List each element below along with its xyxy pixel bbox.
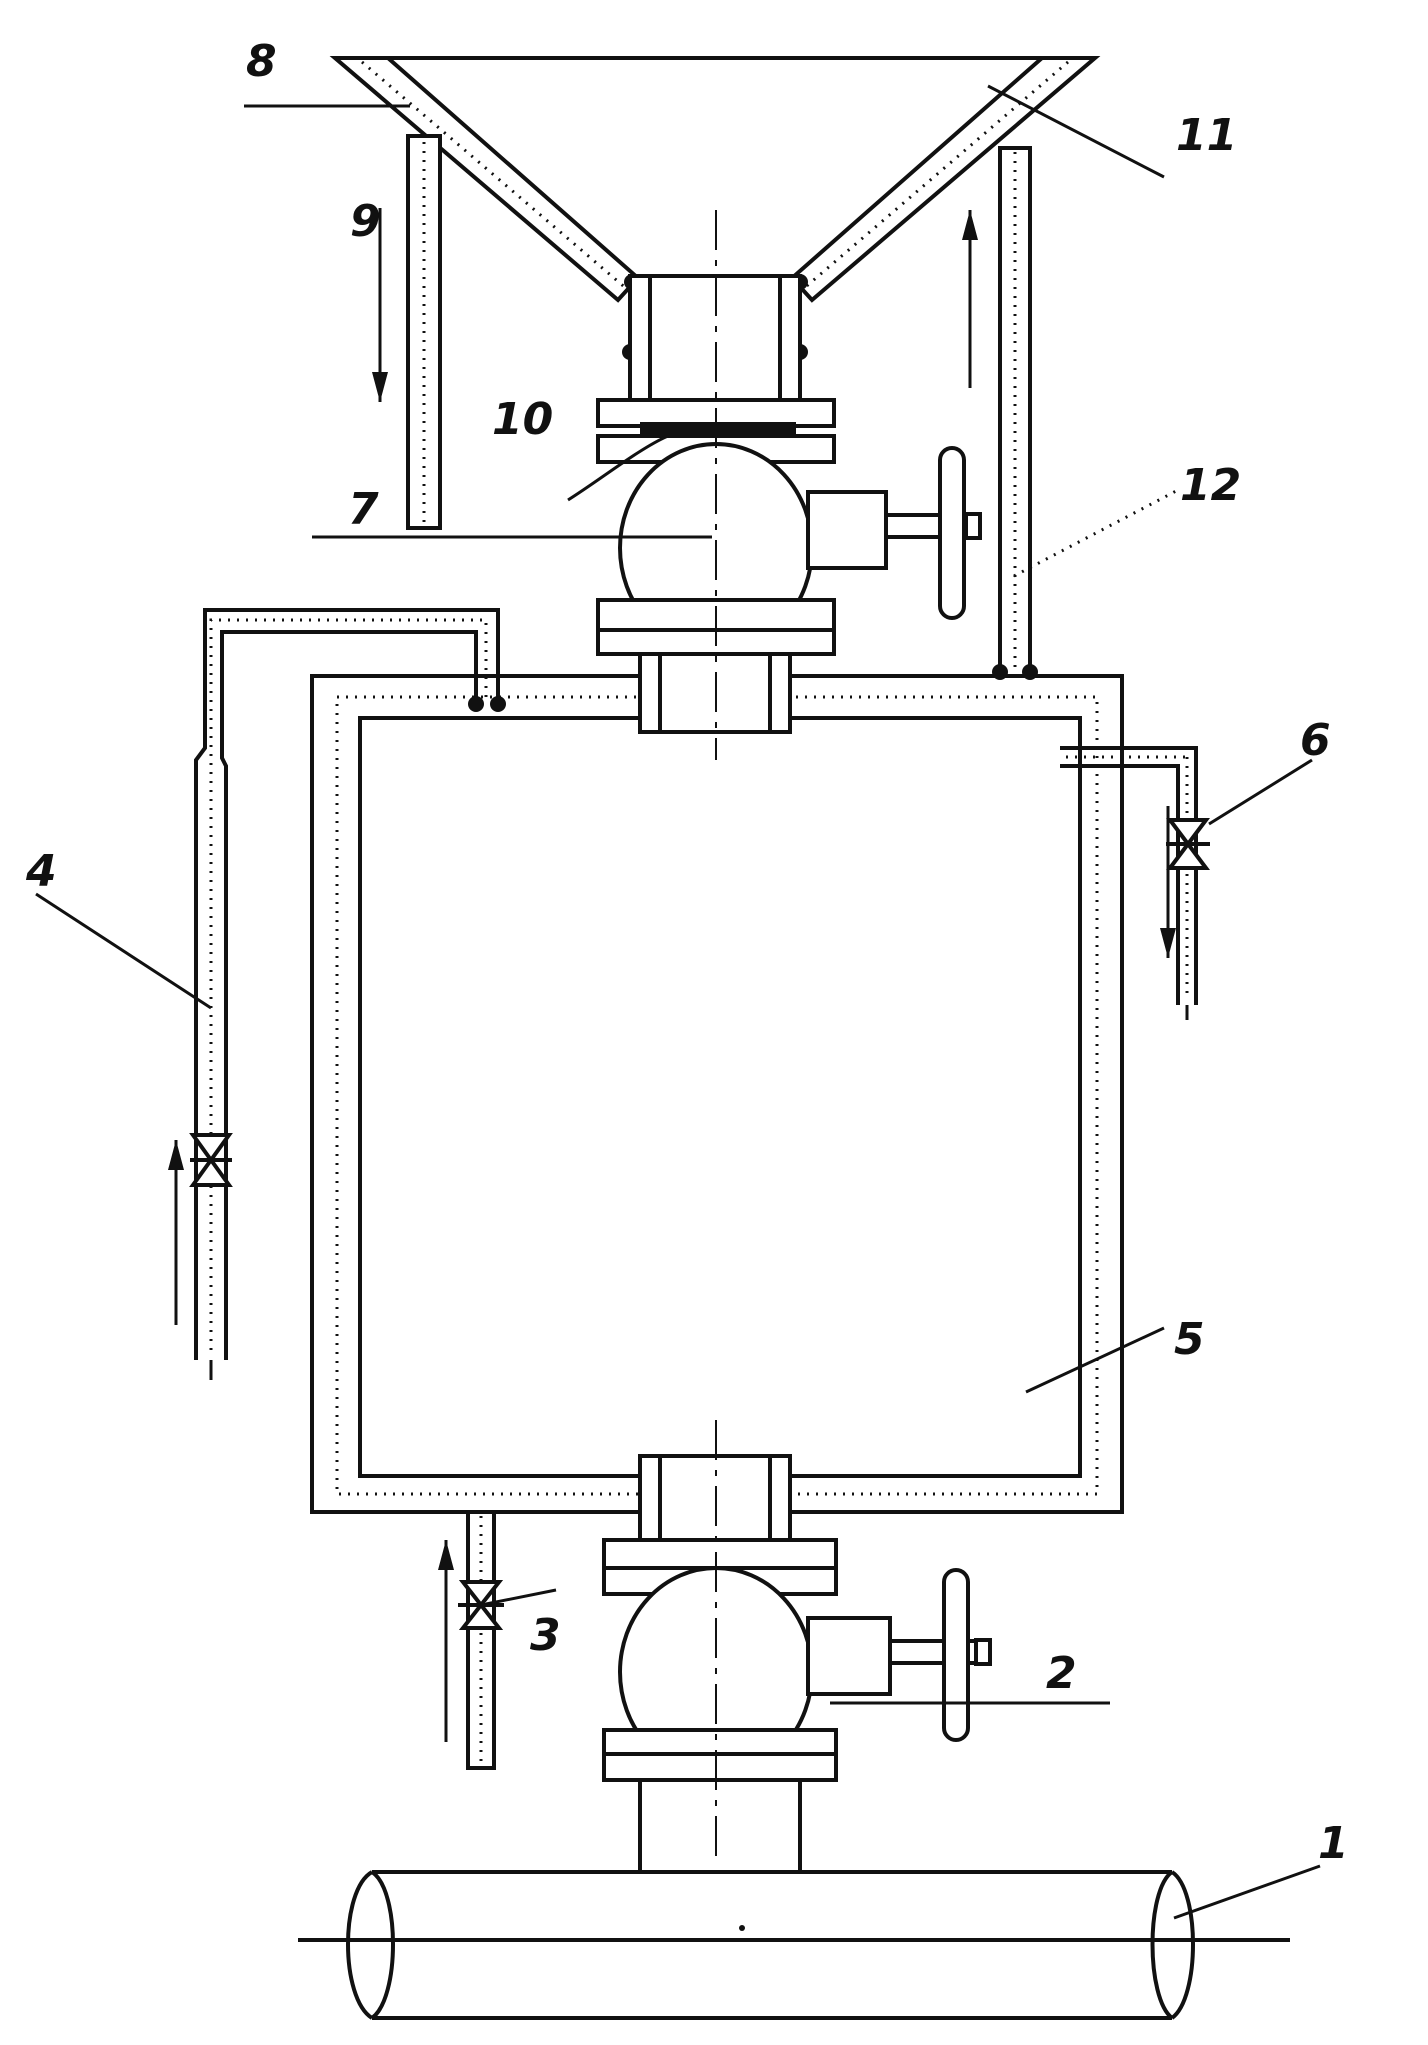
label-2: 2 (1046, 1648, 1077, 1699)
label-3: 3 (530, 1610, 561, 1661)
label-10: 10 (492, 394, 553, 445)
label-7: 7 (348, 484, 379, 535)
label-1: 1 (1318, 1818, 1349, 1869)
inlet-pipe-4 (189, 608, 506, 1380)
label-11: 11 (1176, 110, 1237, 161)
outlet-pipe-6 (1060, 746, 1210, 1020)
jacket-return-pipe-right (992, 146, 1038, 680)
jacketed-chamber (310, 652, 1124, 1542)
leader-lines (35, 84, 1321, 1920)
label-12: 12 (1180, 460, 1241, 511)
jacket-inlet-pipe-left (406, 134, 442, 530)
drain-pipe-3 (458, 1510, 504, 1770)
label-8: 8 (246, 36, 277, 87)
label-5: 5 (1174, 1314, 1205, 1365)
lower-ball-valve (602, 1538, 992, 1874)
upper-ball-valve (596, 442, 982, 656)
label-9: 9 (350, 196, 381, 247)
main-pipe (298, 1870, 1290, 2020)
flow-arrows (168, 208, 1176, 1742)
label-4: 4 (25, 846, 57, 897)
label-6: 6 (1300, 715, 1331, 766)
